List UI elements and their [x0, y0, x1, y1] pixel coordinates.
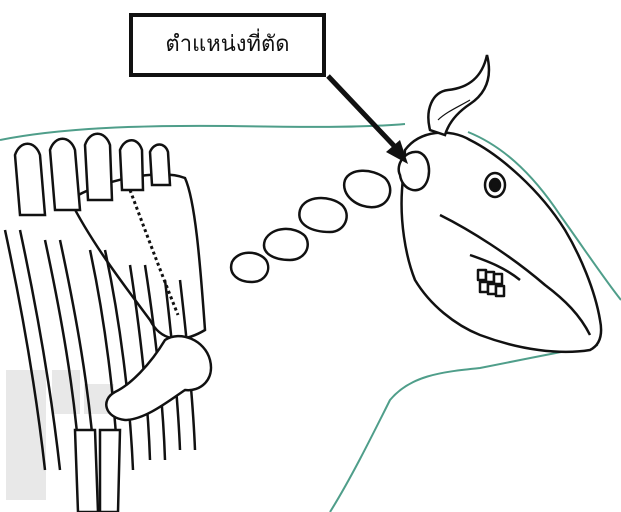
callout-box: ตำแหน่งที่ตัด — [129, 13, 326, 77]
callout-label: ตำแหน่งที่ตัด — [165, 34, 289, 56]
